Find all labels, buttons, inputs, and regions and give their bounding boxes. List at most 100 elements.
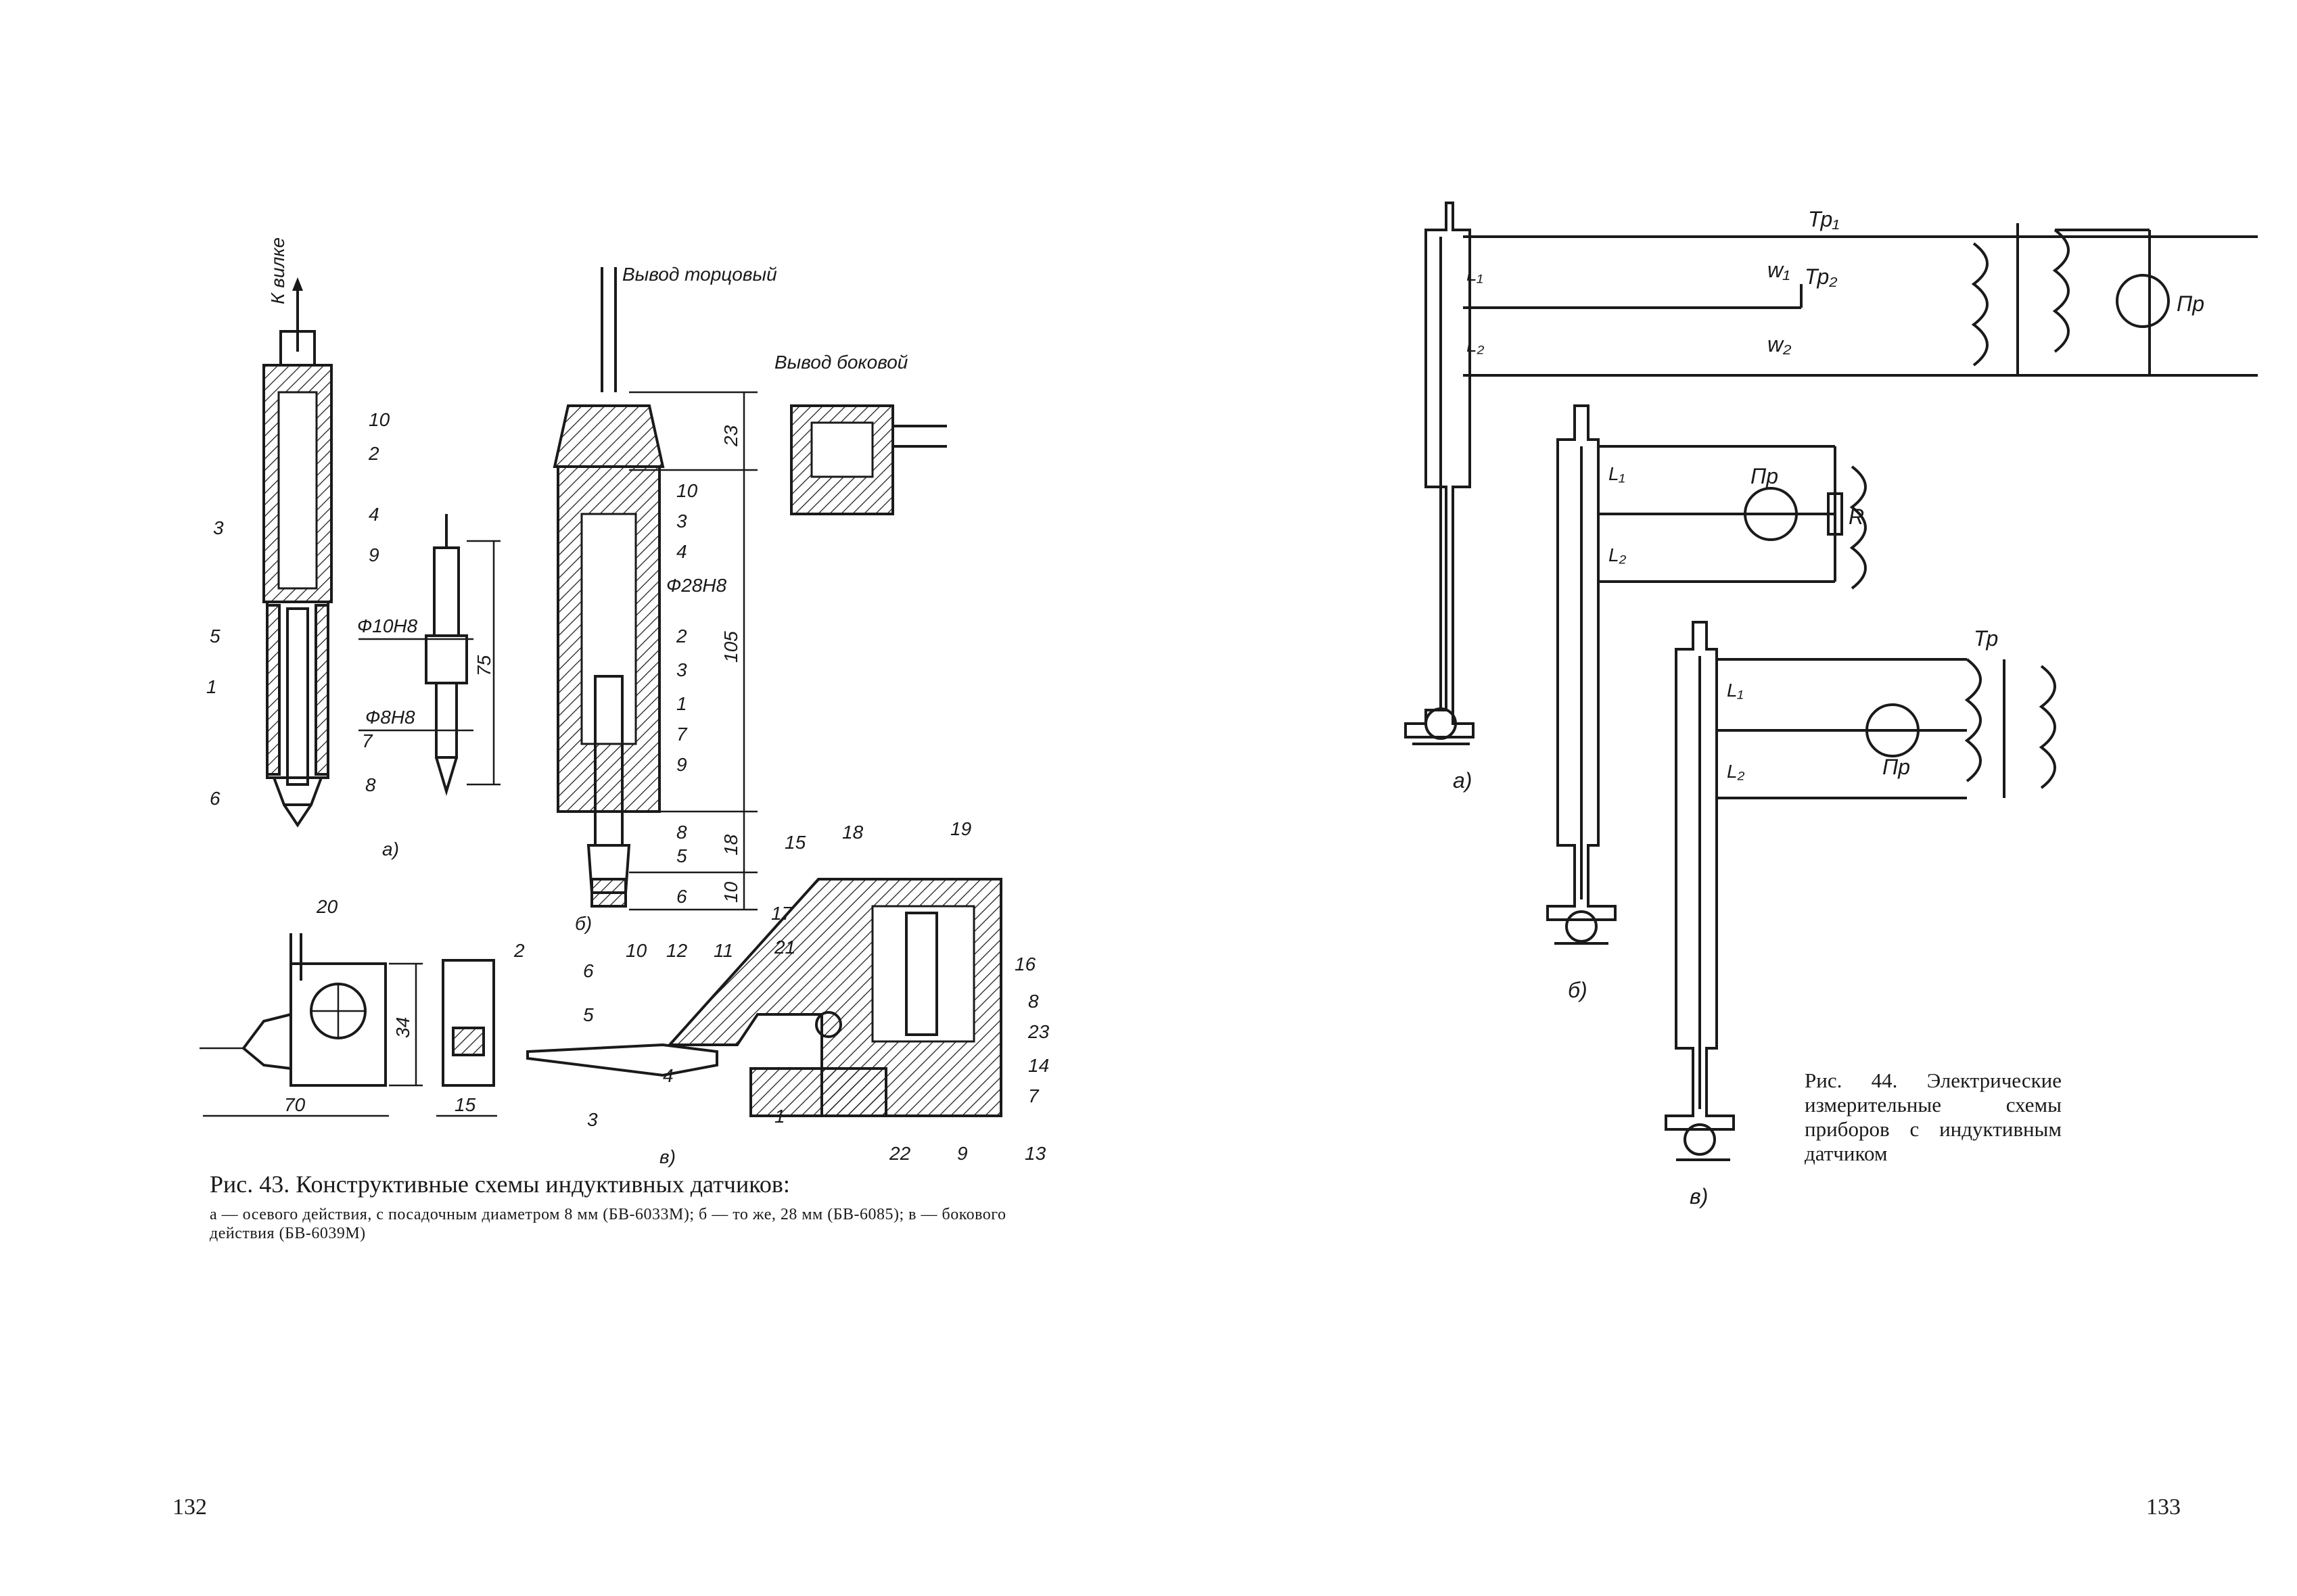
label-b-8: 8: [676, 822, 687, 843]
label-a-4: 4: [369, 504, 379, 525]
label-b-7: 7: [676, 724, 688, 745]
label-pr-b: Пр: [1750, 464, 1778, 488]
label-vyvod-bokovoi: Вывод боковой: [774, 352, 908, 373]
label-v-18: 18: [842, 822, 864, 843]
label-a-9: 9: [369, 544, 379, 565]
label-v-15: 15: [785, 832, 806, 853]
label-a-L2: L₂: [1466, 335, 1485, 356]
right-page: Тр₂ Тр₁ w₁ w₂ Пр L₁ L₂ а) Пр R L₁ L₂ б): [1148, 0, 2297, 1596]
label-v-21: 21: [774, 937, 795, 958]
sensor-a: [262, 277, 333, 828]
label-tr1: Тр₁: [1808, 207, 1839, 231]
plan-view: [200, 933, 423, 1117]
label-v-22: 22: [889, 1143, 911, 1164]
label-b-4: 4: [676, 541, 687, 562]
sensor-b: [553, 267, 665, 908]
label-v-11: 11: [714, 940, 733, 961]
label-dim-70: 70: [284, 1094, 306, 1115]
sub-label-a: а): [382, 839, 399, 860]
label-v-23: 23: [1027, 1021, 1050, 1042]
label-v-16: 16: [1015, 954, 1036, 975]
sub-label-44b: б): [1568, 978, 1587, 1002]
label-a-10: 10: [369, 409, 390, 430]
label-dim-18: 18: [720, 834, 741, 855]
label-b-5: 5: [676, 845, 687, 866]
label-v-17: 17: [771, 903, 793, 924]
label-b-6: 6: [676, 886, 687, 907]
page-number-right: 133: [2146, 1495, 2181, 1520]
figure-43-caption-body: а — осевого действия, с посадочным диаме…: [210, 1206, 1006, 1242]
rod-dimension-view: [358, 514, 501, 796]
label-dim-10: 10: [720, 881, 741, 903]
sensor-v: [526, 878, 1002, 1117]
label-a-2: 2: [368, 443, 379, 464]
label-a-6: 6: [210, 788, 221, 809]
label-v-6: 6: [583, 960, 594, 981]
label-v-L2: L₂: [1727, 761, 1745, 782]
dimension-chain-b: [629, 391, 758, 911]
left-page: К вилке 10 2 3 4 9 5 1 7 8 6 а) Ф10Н8 Ф8…: [0, 0, 1148, 1596]
label-v-3: 3: [587, 1109, 598, 1130]
label-b-2: 2: [676, 626, 687, 647]
label-b-9: 9: [676, 754, 687, 775]
label-plan-20: 20: [316, 896, 338, 917]
label-dia-28: Ф28Н8: [666, 575, 727, 596]
label-v-4: 4: [663, 1065, 674, 1086]
side-output-detail: [790, 404, 947, 515]
figure-43-caption: Рис. 43. Конструктивные схемы индуктивны…: [210, 1170, 1055, 1243]
circuit-b: [1546, 404, 1867, 945]
label-dim-23: 23: [720, 425, 741, 447]
label-a-5: 5: [210, 626, 221, 647]
label-v-19: 19: [950, 818, 971, 839]
label-v-1: 1: [774, 1106, 785, 1127]
label-v-12: 12: [666, 940, 688, 961]
label-v-5: 5: [583, 1004, 594, 1025]
side-view-small: [436, 959, 497, 1117]
label-v-8: 8: [1028, 991, 1039, 1012]
page-number-left: 132: [172, 1495, 207, 1520]
label-dim-15: 15: [455, 1094, 476, 1115]
label-R: R: [1849, 504, 1864, 529]
label-side-2: 2: [513, 940, 525, 961]
figure-43-drawing: К вилке 10 2 3 4 9 5 1 7 8 6 а) Ф10Н8 Ф8…: [200, 237, 1050, 1167]
label-dia-10: Ф10Н8: [357, 615, 418, 636]
label-tr2: Тр₂: [1805, 264, 1837, 289]
label-a-7: 7: [362, 730, 373, 751]
label-b-10: 10: [676, 480, 698, 501]
sub-label-v: в): [659, 1146, 676, 1167]
circuit-v: [1665, 621, 2056, 1161]
label-a-8: 8: [365, 774, 376, 795]
label-vyvod-tortsovyi: Вывод торцовый: [622, 264, 777, 285]
label-v-7: 7: [1028, 1085, 1040, 1106]
label-v-10: 10: [626, 940, 647, 961]
label-a-1: 1: [206, 676, 217, 697]
sub-label-44a: а): [1453, 768, 1472, 793]
label-v-14: 14: [1028, 1055, 1049, 1076]
label-dia-8: Ф8Н8: [365, 707, 415, 728]
label-dim-75: 75: [473, 655, 494, 676]
label-b-1: 1: [676, 693, 687, 714]
label-v-13: 13: [1025, 1143, 1046, 1164]
label-v-9: 9: [957, 1143, 968, 1164]
label-w2: w₂: [1767, 332, 1791, 356]
label-b-3b: 3: [676, 659, 687, 680]
label-pr-a: Пр: [2177, 291, 2204, 316]
label-v-L1: L₁: [1727, 680, 1744, 701]
label-a-L1: L₁: [1466, 264, 1483, 285]
label-a-3: 3: [213, 517, 224, 538]
label-w1: w₁: [1767, 258, 1790, 282]
label-b-3: 3: [676, 511, 687, 532]
label-dim-105: 105: [720, 631, 741, 663]
figure-43-caption-title: Рис. 43. Конструктивные схемы индуктивны…: [210, 1171, 790, 1198]
sub-label-b: б): [575, 913, 592, 934]
sub-label-44v: в): [1690, 1184, 1708, 1208]
figure-44-drawing: Тр₂ Тр₁ w₁ w₂ Пр L₁ L₂ а) Пр R L₁ L₂ б): [1404, 202, 2258, 1208]
figure-44-caption: Рис. 44. Электрические измерительные схе…: [1805, 1069, 2062, 1165]
label-b-L1: L₁: [1608, 463, 1625, 484]
label-dim-34: 34: [392, 1017, 413, 1038]
label-tr: Тр: [1974, 626, 1998, 651]
circuit-a: [1404, 202, 2258, 745]
label-k-vilke: К вилке: [267, 237, 288, 304]
label-b-L2: L₂: [1608, 544, 1627, 565]
label-pr-v: Пр: [1882, 755, 1910, 779]
